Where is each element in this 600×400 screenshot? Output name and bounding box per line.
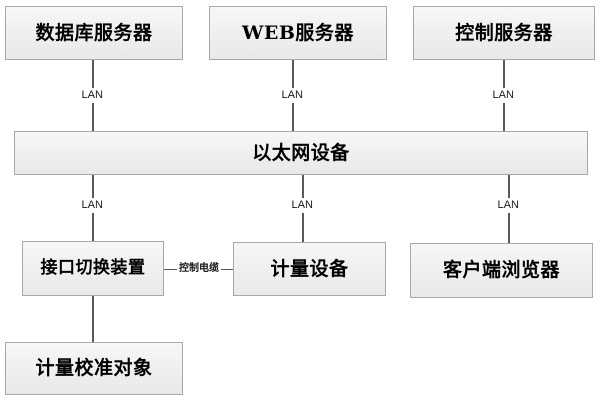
node-label-database-server: 数据库服务器 xyxy=(35,21,153,44)
edge-label-lan-db: LAN xyxy=(78,87,106,103)
node-label-metering-calibration-object: 计量校准对象 xyxy=(35,357,153,380)
node-metering-device: 计量设备 xyxy=(233,242,386,296)
edge-label-control-cable: 控制电缆 xyxy=(177,263,221,275)
node-label-interface-switch-device: 接口切换装置 xyxy=(40,258,146,279)
node-control-server: 控制服务器 xyxy=(413,6,595,60)
node-web-server: WEB服务器 xyxy=(209,6,387,60)
edge-label-lan-client: LAN xyxy=(494,197,522,213)
node-metering-calibration-object: 计量校准对象 xyxy=(5,342,183,395)
node-label-ethernet-device: 以太网设备 xyxy=(252,141,350,164)
node-database-server: 数据库服务器 xyxy=(5,6,183,60)
node-label-client-browser: 客户端浏览器 xyxy=(442,259,560,282)
node-interface-switch-device: 接口切换装置 xyxy=(22,241,164,296)
edge-label-lan-control: LAN xyxy=(489,87,517,103)
node-client-browser: 客户端浏览器 xyxy=(410,243,593,298)
edge-label-lan-web: LAN xyxy=(278,87,306,103)
node-label-web-server: WEB服务器 xyxy=(242,21,354,44)
edge-label-lan-metering: LAN xyxy=(288,197,316,213)
edge-label-lan-interface-switch: LAN xyxy=(78,197,106,213)
connector-interface-switch-to-calibration xyxy=(92,296,94,342)
node-label-control-server: 控制服务器 xyxy=(455,21,553,44)
node-ethernet-device: 以太网设备 xyxy=(14,131,588,175)
node-label-metering-device: 计量设备 xyxy=(270,257,349,280)
